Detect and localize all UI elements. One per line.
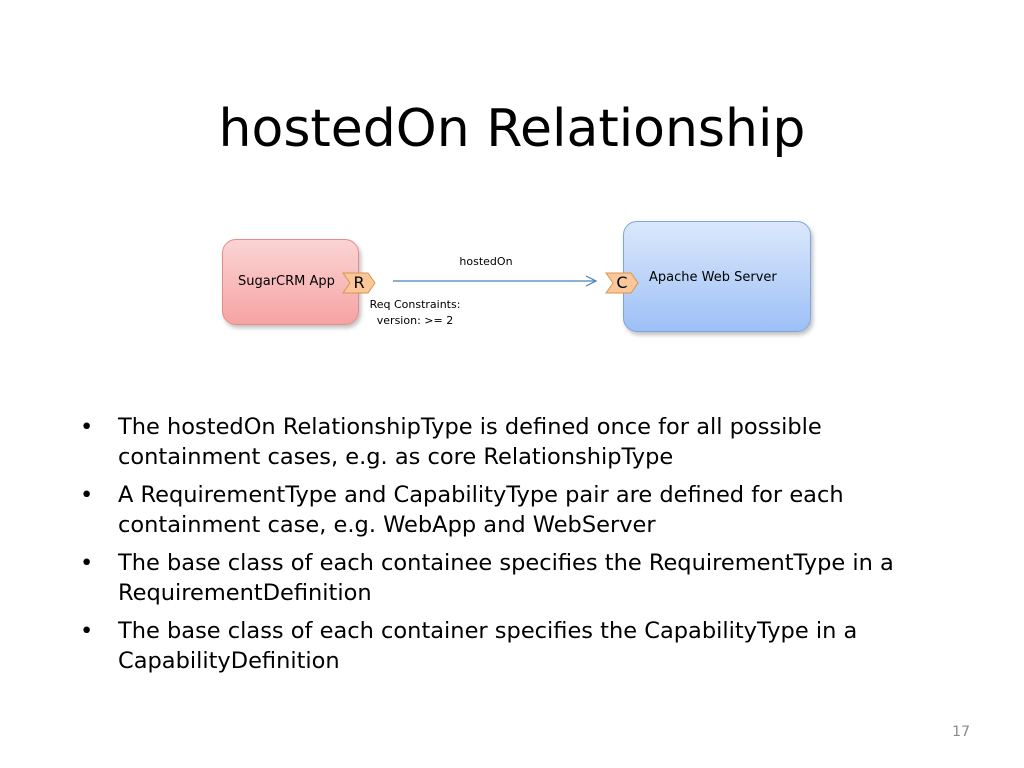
bullet-text: A RequirementType and CapabilityType pai…: [118, 482, 844, 538]
requirement-constraints: Req Constraints: version: >= 2: [350, 297, 480, 329]
apache-web-server-label: Apache Web Server: [649, 270, 777, 285]
bullet-dot-icon: •: [80, 618, 94, 644]
capability-port: C: [605, 272, 639, 294]
bullet-item: • The hostedOn RelationshipType is define…: [78, 412, 958, 472]
bullet-text: The hostedOn RelationshipType is defined…: [118, 414, 822, 470]
bullet-item: • The base class of each container specif…: [78, 616, 958, 676]
hosted-on-arrow: [393, 275, 598, 287]
requirement-port-label: R: [353, 273, 365, 292]
slide-title: hostedOn Relationship: [218, 98, 806, 159]
bullet-dot-icon: •: [80, 482, 94, 508]
bullet-dot-icon: •: [80, 414, 94, 440]
bullet-list: • The hostedOn RelationshipType is define…: [78, 412, 958, 684]
page-number: 17: [952, 724, 970, 740]
constraints-heading: Req Constraints:: [369, 298, 461, 311]
capability-port-shape: [605, 272, 639, 294]
bullet-text: The base class of each container specifi…: [118, 618, 858, 674]
apache-web-server-node: Apache Web Server: [623, 221, 811, 332]
bullet-dot-icon: •: [80, 550, 94, 576]
bullet-item: • A RequirementType and CapabilityType pa…: [78, 480, 958, 540]
capability-port-label: C: [616, 273, 628, 292]
sugarcrm-app-node: SugarCRM App: [222, 239, 359, 325]
requirement-port-shape: [342, 272, 376, 294]
constraints-version: version: >= 2: [376, 314, 454, 327]
sugarcrm-app-label: SugarCRM App: [238, 274, 335, 289]
bullet-text: The base class of each containee specifi…: [118, 550, 894, 606]
bullet-item: • The base class of each containee specif…: [78, 548, 958, 608]
relationship-label: hostedOn: [459, 255, 513, 268]
requirement-port: R: [342, 272, 376, 294]
